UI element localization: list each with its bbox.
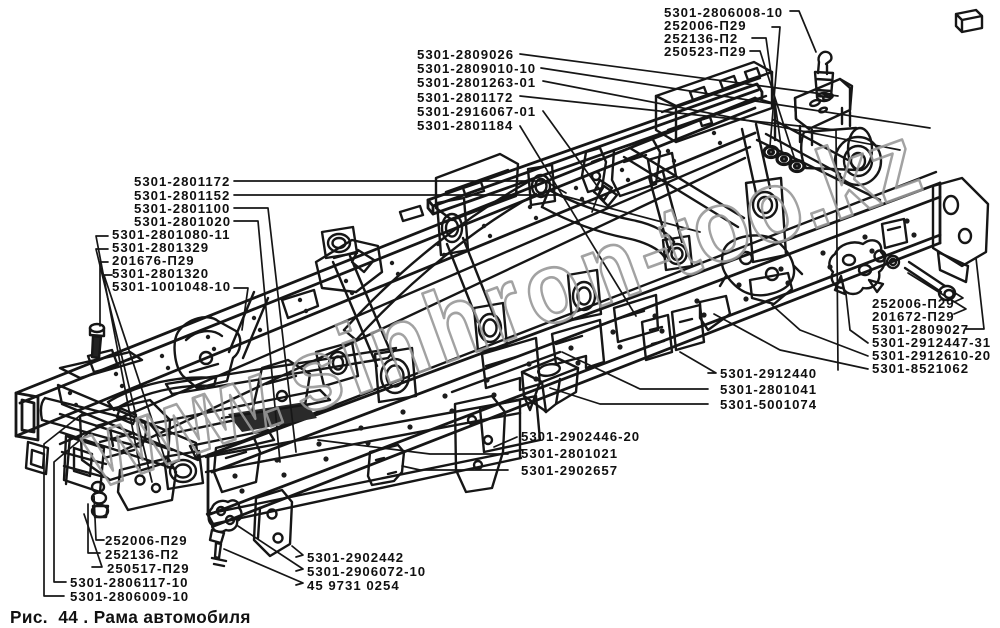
svg-text:5301-2806008-10: 5301-2806008-10 [664,5,783,20]
svg-text:5301-2801263-01: 5301-2801263-01 [417,75,536,90]
svg-text:250523-П29: 250523-П29 [664,44,747,59]
svg-text:5301-2809027: 5301-2809027 [872,322,969,337]
svg-text:5301-1001048-10: 5301-1001048-10 [112,279,231,294]
svg-text:5301-2902446-20: 5301-2902446-20 [521,429,640,444]
svg-text:5301-2801080-11: 5301-2801080-11 [112,227,230,242]
svg-text:5301-2912610-20: 5301-2912610-20 [872,348,991,363]
svg-text:5301-2801320: 5301-2801320 [112,266,209,281]
svg-text:252006-П29: 252006-П29 [664,18,747,33]
svg-text:5301-5001074: 5301-5001074 [720,397,817,412]
svg-text:201672-П29: 201672-П29 [872,309,955,324]
svg-text:5301-2801172: 5301-2801172 [417,90,513,105]
svg-text:5301-2801100: 5301-2801100 [134,201,230,216]
svg-text:45 9731 0254: 45 9731 0254 [307,578,400,593]
svg-text:5301-2906072-10: 5301-2906072-10 [307,564,426,579]
svg-text:201676-П29: 201676-П29 [112,253,195,268]
svg-text:5301-8521062: 5301-8521062 [872,361,969,376]
svg-text:5301-2912440: 5301-2912440 [720,366,817,381]
svg-text:5301-2902442: 5301-2902442 [307,550,404,565]
svg-text:5301-2809026: 5301-2809026 [417,47,514,62]
svg-text:5301-2801184: 5301-2801184 [417,118,513,133]
svg-text:252136-П2: 252136-П2 [664,31,738,46]
svg-text:5301-2801152: 5301-2801152 [134,188,230,203]
svg-text:too.kz: too.kz [645,103,933,300]
svg-text:5301-2916067-01: 5301-2916067-01 [417,104,536,119]
svg-text:Рис. 44 . Рама автомобиля: Рис. 44 . Рама автомобиля [10,607,251,627]
svg-text:5301-2801172: 5301-2801172 [134,174,230,189]
svg-text:www.: www. [68,338,291,510]
svg-text:5301-2912447-31: 5301-2912447-31 [872,335,991,350]
svg-text:5301-2801041: 5301-2801041 [720,382,817,397]
svg-text:252006-П29: 252006-П29 [105,533,188,548]
svg-text:5301-2801329: 5301-2801329 [112,240,209,255]
svg-text:5301-2806117-10: 5301-2806117-10 [70,575,188,590]
svg-text:250517-П29: 250517-П29 [107,561,190,576]
svg-text:5301-2809010-10: 5301-2809010-10 [417,61,536,76]
svg-text:252136-П2: 252136-П2 [105,547,179,562]
svg-text:5301-2806009-10: 5301-2806009-10 [70,589,189,604]
svg-text:5301-2801021: 5301-2801021 [521,446,618,461]
svg-text:5301-2902657: 5301-2902657 [521,463,618,478]
svg-text:252006-П29: 252006-П29 [872,296,955,311]
svg-text:5301-2801020: 5301-2801020 [134,214,231,229]
